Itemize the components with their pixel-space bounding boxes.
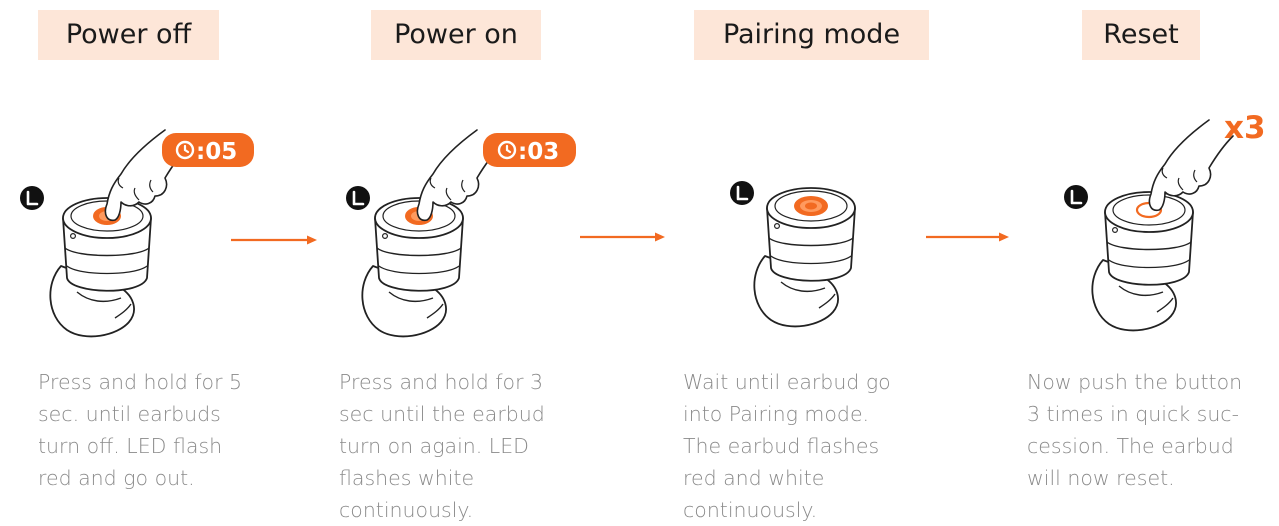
description-line: continuously.	[683, 498, 818, 522]
arrow-icon	[580, 232, 665, 242]
step-title-reset: Reset	[1082, 10, 1200, 60]
step-description-power-off: Press and hold for 5 sec. until earbuds …	[38, 366, 283, 494]
timer-badge-power-on: :03	[483, 133, 576, 167]
description-line: red and go out.	[38, 466, 195, 490]
description-line: sec. until earbuds	[38, 402, 221, 426]
description-line: cession. The earbud	[1027, 434, 1234, 458]
description-line: Wait until earbud go	[683, 370, 891, 394]
description-line: continuously.	[339, 498, 474, 522]
step-title-power-on: Power on	[371, 10, 541, 60]
left-earbud-badge	[18, 184, 46, 212]
description-line: The earbud flashes	[683, 434, 880, 458]
description-line: turn on again. LED	[339, 434, 529, 458]
step-description-reset: Now push the button 3 times in quick suc…	[1027, 366, 1272, 494]
description-line: 3 times in quick suc-	[1027, 402, 1239, 426]
earbud-illustration-power-on	[361, 129, 502, 338]
timer-badge-power-off: :05	[162, 133, 254, 167]
step-title-power-off: Power off	[38, 10, 219, 60]
earbud-illustration-power-off	[49, 129, 190, 338]
step-description-power-on: Press and hold for 3 sec until the earbu…	[339, 366, 584, 526]
description-line: into Pairing mode.	[683, 402, 870, 426]
arrow-icon	[926, 232, 1009, 242]
description-line: flashes white	[339, 466, 475, 490]
description-line: will now reset.	[1027, 466, 1175, 490]
description-line: red and white	[683, 466, 825, 490]
description-line: Press and hold for 5	[38, 370, 243, 394]
timer-text: :03	[518, 139, 559, 165]
description-line: turn off. LED flash	[38, 434, 223, 458]
timer-text: :05	[196, 139, 237, 165]
left-earbud-badge	[1062, 183, 1090, 211]
description-line: Now push the button	[1027, 370, 1243, 394]
left-earbud-badge	[344, 184, 372, 212]
step-description-pairing-mode: Wait until earbud go into Pairing mode. …	[683, 366, 928, 526]
earbud-illustration-reset	[1091, 119, 1234, 332]
earbud-illustration-pairing-mode	[753, 187, 856, 328]
step-title-pairing-mode: Pairing mode	[694, 10, 929, 60]
arrow-icon	[231, 235, 317, 245]
left-earbud-badge	[728, 179, 756, 207]
description-line: sec until the earbud	[339, 402, 545, 426]
press-count-label: x3	[1224, 110, 1266, 146]
description-line: Press and hold for 3	[339, 370, 544, 394]
